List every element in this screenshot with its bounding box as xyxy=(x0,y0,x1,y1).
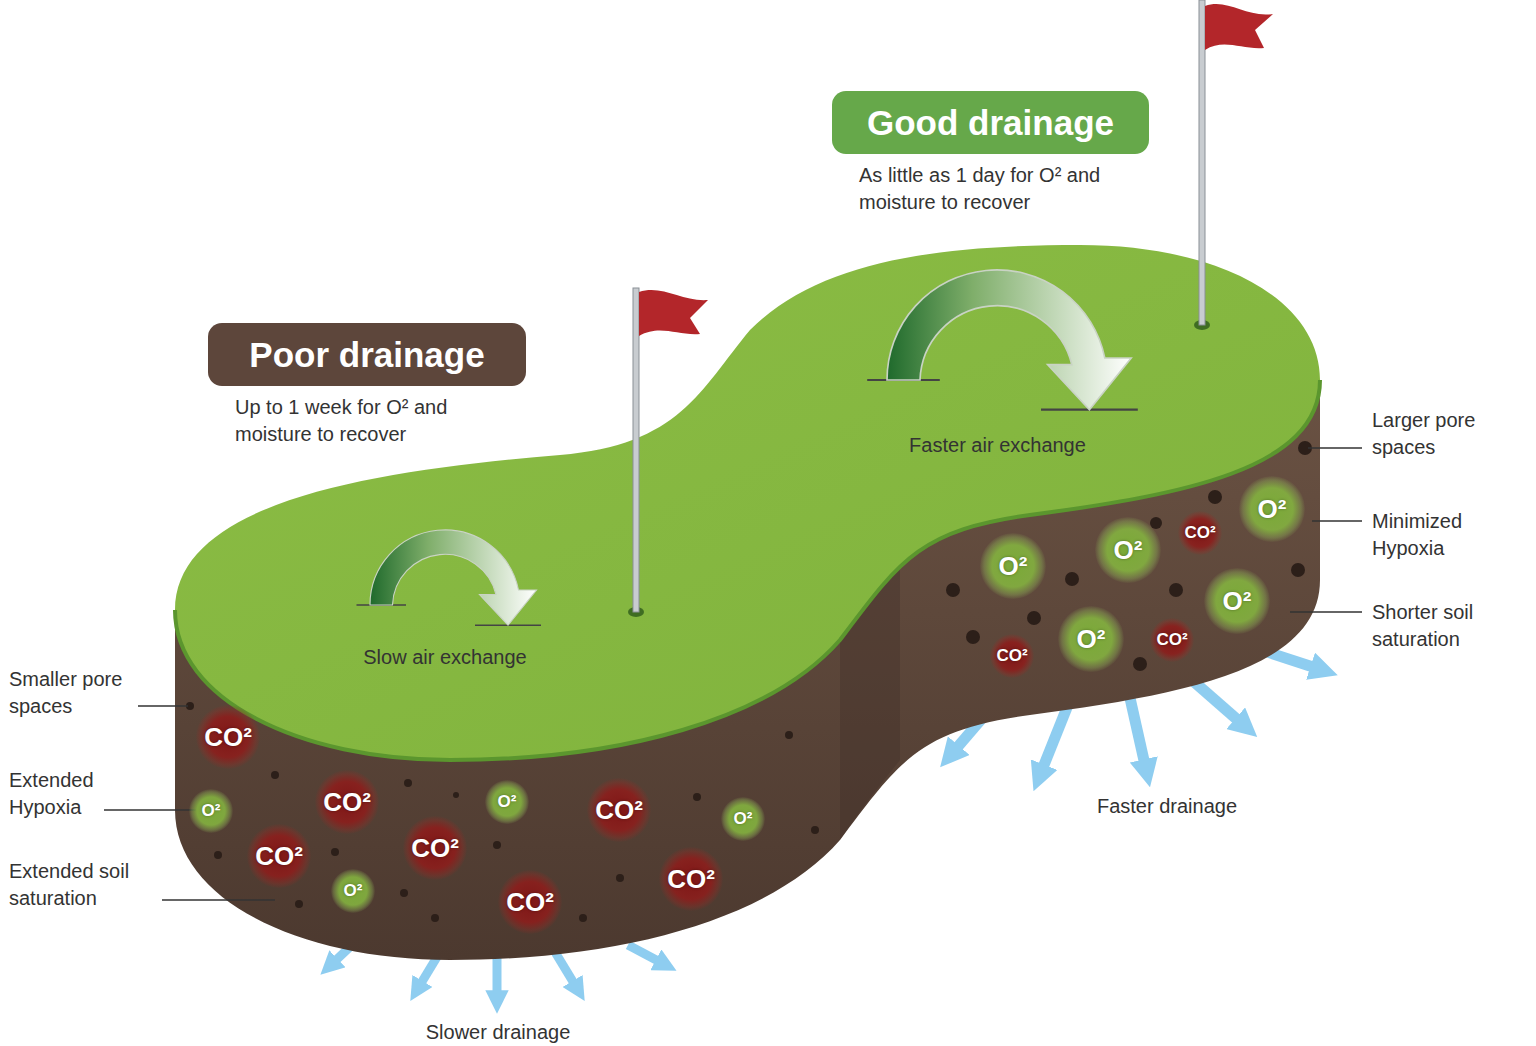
slow-air-arrow xyxy=(357,530,542,625)
box-heading: Poor drainage xyxy=(208,323,526,386)
gas-label: O² xyxy=(202,801,221,821)
gas-label: O² xyxy=(999,551,1028,582)
o2-bubble: O² xyxy=(1058,606,1124,672)
gas-label: O² xyxy=(1077,624,1106,655)
co2-bubble: CO² xyxy=(315,770,379,834)
gas-label: CO² xyxy=(595,795,643,826)
gas-label: CO² xyxy=(1184,523,1215,543)
fast-air-arrow xyxy=(867,270,1138,410)
gas-label: O² xyxy=(498,792,517,812)
green-edge xyxy=(175,380,1320,760)
box-heading: Good drainage xyxy=(832,91,1149,154)
o2-bubble: O² xyxy=(1204,568,1270,634)
o2-bubble: O² xyxy=(980,533,1046,599)
gas-label: CO² xyxy=(506,887,554,918)
flag-left xyxy=(628,288,708,617)
gas-label: O² xyxy=(344,881,363,901)
leader-lines xyxy=(104,448,1362,900)
o2-bubble: O² xyxy=(1239,476,1305,542)
gas-label: CO² xyxy=(323,787,371,818)
o2-bubble: O² xyxy=(331,869,375,913)
o2-bubble: O² xyxy=(1095,517,1161,583)
gas-label: O² xyxy=(1223,586,1252,617)
co2-bubble: CO² xyxy=(587,778,651,842)
box-note: Up to 1 week for O² and moisture to reco… xyxy=(235,394,493,448)
callout-label: Larger pore spaces xyxy=(1372,407,1512,461)
drainage-label: Faster drainage xyxy=(1067,793,1267,820)
callout-label: Extended soil saturation xyxy=(9,858,159,912)
drain-arrow xyxy=(1130,698,1145,765)
gas-label: CO² xyxy=(1156,630,1187,650)
callout-label: Shorter soil saturation xyxy=(1372,599,1522,653)
air-exchange-label: Faster air exchange xyxy=(880,432,1115,459)
gas-label: O² xyxy=(1258,494,1287,525)
gas-label: CO² xyxy=(996,646,1027,666)
co2-bubble: CO² xyxy=(247,824,311,888)
drain-arrow xyxy=(1192,680,1240,722)
gas-label: CO² xyxy=(255,841,303,872)
o2-bubble: O² xyxy=(189,789,233,833)
co2-bubble: CO² xyxy=(1178,511,1222,555)
flag-right xyxy=(1194,0,1273,330)
co2-bubble: CO² xyxy=(1150,618,1194,662)
o2-bubble: O² xyxy=(721,797,765,841)
co2-bubble: CO² xyxy=(403,816,467,880)
gas-label: O² xyxy=(1114,535,1143,566)
green-surface xyxy=(175,245,1320,760)
drain-arrow xyxy=(628,945,660,962)
callout-label: Extended Hypoxia xyxy=(9,767,109,821)
gas-label: O² xyxy=(734,809,753,829)
callout-label: Minimized Hypoxia xyxy=(1372,508,1502,562)
co2-bubble: CO² xyxy=(990,634,1034,678)
drain-arrow xyxy=(493,958,502,995)
gas-label: CO² xyxy=(667,864,715,895)
drain-arrow xyxy=(555,952,575,985)
co2-bubble: CO² xyxy=(498,870,562,934)
air-exchange-label: Slow air exchange xyxy=(345,644,545,671)
gas-label: CO² xyxy=(411,833,459,864)
co2-bubble: CO² xyxy=(659,847,723,911)
drain-arrow xyxy=(1042,705,1068,770)
co2-bubble: CO² xyxy=(196,705,260,769)
o2-bubble: O² xyxy=(485,780,529,824)
callout-label: Smaller pore spaces xyxy=(9,666,139,720)
box-note: As little as 1 day for O² and moisture t… xyxy=(859,162,1117,216)
drainage-label: Slower drainage xyxy=(398,1019,598,1046)
poor-drainage-box: Poor drainageUp to 1 week for O² and moi… xyxy=(208,323,526,386)
good-drainage-box: Good drainageAs little as 1 day for O² a… xyxy=(832,91,1149,154)
gas-label: CO² xyxy=(204,722,252,753)
